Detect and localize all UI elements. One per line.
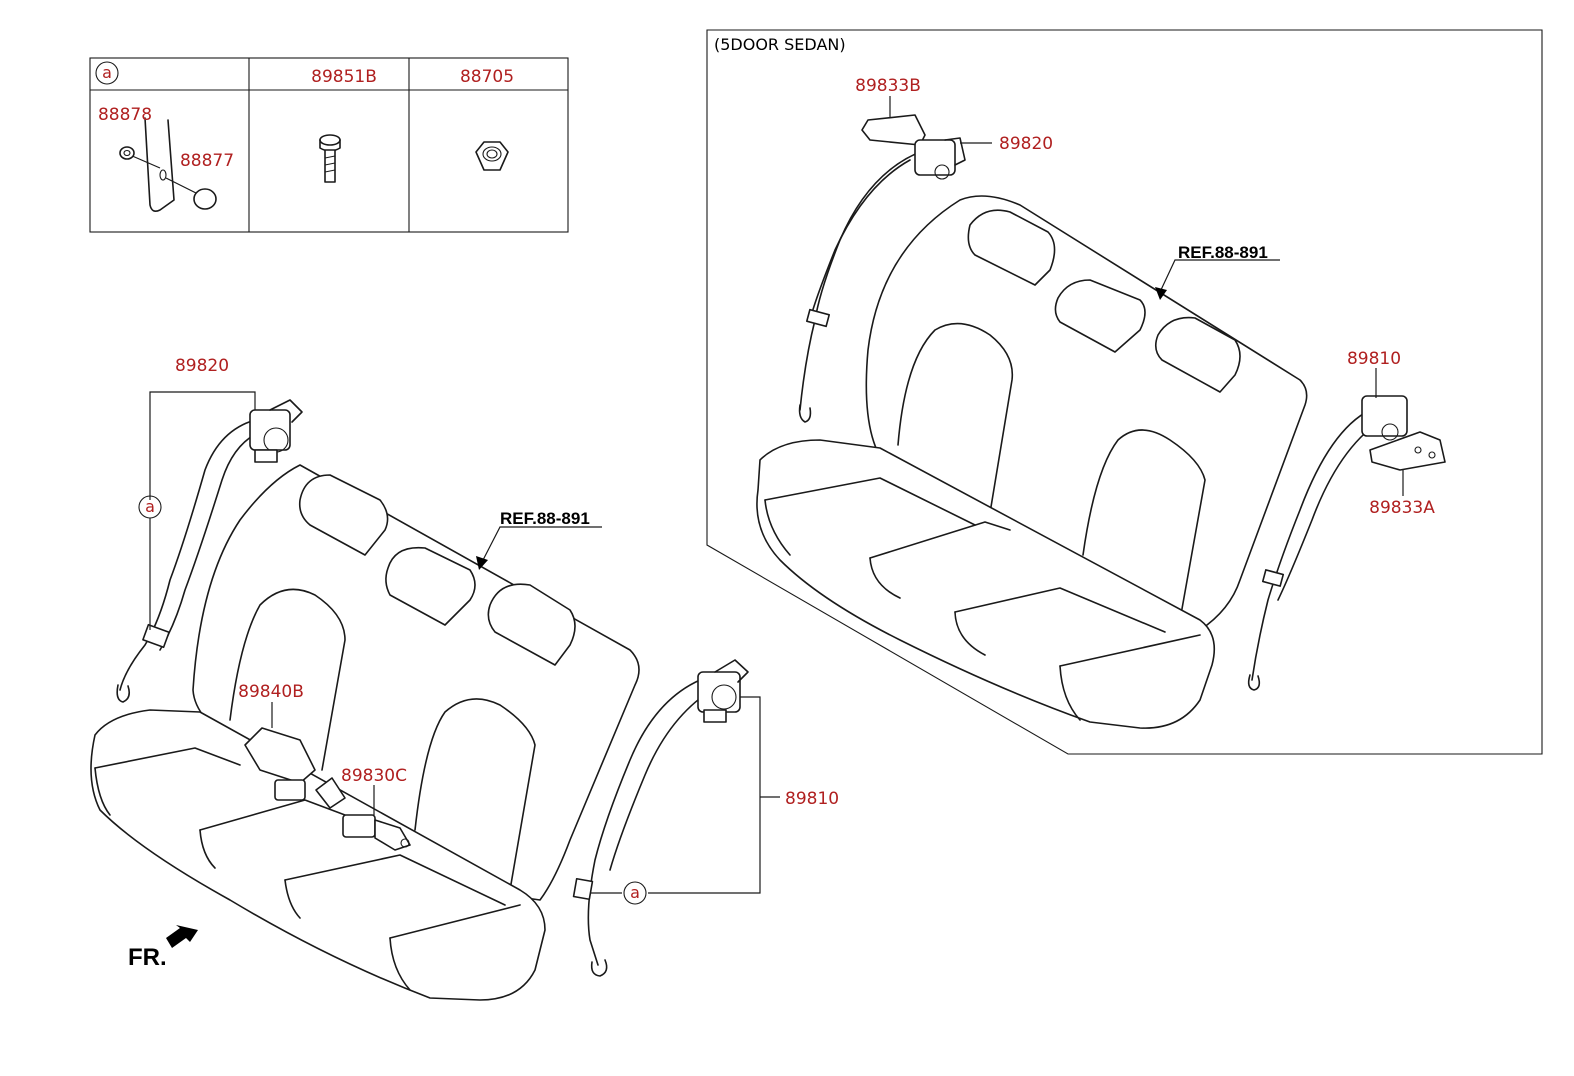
main-right-belt [572, 659, 749, 977]
connector-a-left-label: a [145, 497, 155, 516]
legend-table: a 89851B 88705 88878 88877 [89, 57, 569, 233]
sedan-headrest-center [1054, 279, 1146, 353]
connector-a-left [138, 495, 162, 519]
sedan-variant-box: (5DOOR SEDAN) [706, 29, 1543, 755]
buckle-89840B [244, 727, 346, 809]
table-header-nut[interactable]: 88705 [460, 67, 514, 87]
main-headrest-center [385, 546, 476, 626]
main-headrest-left [298, 474, 389, 556]
part-88877[interactable]: 88877 [180, 151, 234, 171]
sedan-seat-cushion [756, 439, 1216, 729]
main-part-89840B[interactable]: 89840B [238, 682, 304, 702]
sedan-part-89833A[interactable]: 89833A [1369, 498, 1435, 518]
bolt-icon [319, 134, 341, 183]
nut-icon [475, 141, 509, 171]
buckle-89830C [342, 814, 411, 851]
main-left-belt [116, 399, 303, 703]
sedan-part-89833B[interactable]: 89833B [855, 76, 921, 96]
main-part-89830C[interactable]: 89830C [341, 766, 407, 786]
connector-a-right-label: a [630, 883, 640, 902]
sedan-headrest-right [1154, 316, 1241, 393]
sedan-part-89820[interactable]: 89820 [999, 134, 1053, 154]
main-part-89820[interactable]: 89820 [175, 356, 229, 376]
sedan-left-belt [798, 114, 966, 423]
sedan-part-89810[interactable]: 89810 [1347, 349, 1401, 369]
washer-icon [119, 146, 135, 160]
main-part-89810[interactable]: 89810 [785, 789, 839, 809]
cap-icon [193, 188, 217, 210]
main-ref-label[interactable]: REF.88-891 [500, 509, 590, 528]
front-label: FR. [128, 944, 167, 971]
front-direction-indicator: FR. [128, 925, 198, 971]
key-symbol-circle [95, 61, 119, 85]
front-arrow-icon [166, 925, 198, 948]
table-header-bolt[interactable]: 89851B [311, 67, 377, 87]
sedan-headrest-left [967, 209, 1056, 286]
connector-a-right [623, 881, 647, 905]
sedan-right-belt [1247, 395, 1446, 691]
main-headrest-right [487, 583, 576, 666]
sedan-ref-label[interactable]: REF.88-891 [1178, 243, 1268, 262]
variant-label: (5DOOR SEDAN) [714, 35, 846, 54]
main-seat-assembly: a a 89820 89840B 89830C 89810 REF.88-891… [90, 356, 839, 1001]
key-symbol: a [102, 63, 112, 82]
pillar-cap-illustration [119, 117, 217, 212]
part-88878[interactable]: 88878 [98, 105, 152, 125]
